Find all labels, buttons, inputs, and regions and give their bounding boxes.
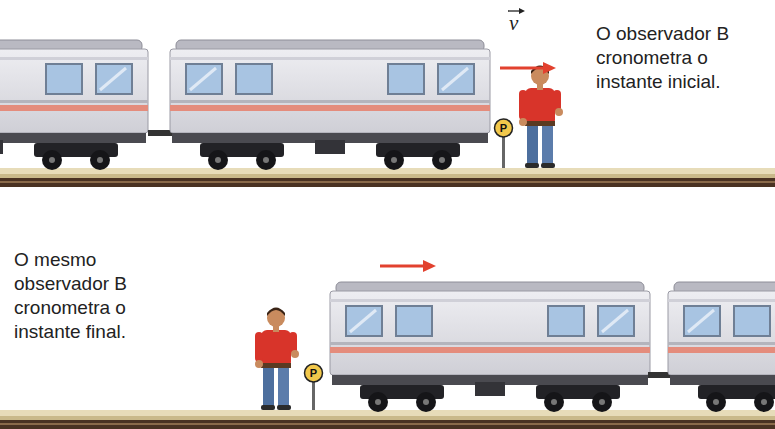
train-car xyxy=(0,40,148,170)
train-car xyxy=(330,282,650,412)
sign-post xyxy=(305,364,323,410)
caption-note: O mesmo observador B cronometra o instan… xyxy=(14,248,162,344)
sign-post xyxy=(495,119,513,168)
caption-note: O observador B cronometra o instante ini… xyxy=(596,22,768,94)
vector-label: v xyxy=(509,12,518,34)
sign-letter: P xyxy=(306,365,322,381)
coupler xyxy=(648,372,670,378)
sign-letter: P xyxy=(496,120,512,136)
velocity-arrow xyxy=(380,260,436,272)
velocity-arrow xyxy=(500,62,556,74)
coupler xyxy=(148,130,172,136)
observer xyxy=(519,66,563,169)
train-car xyxy=(170,40,490,170)
track xyxy=(0,410,775,429)
observer xyxy=(255,308,299,411)
train-car xyxy=(668,282,775,412)
track xyxy=(0,168,775,187)
